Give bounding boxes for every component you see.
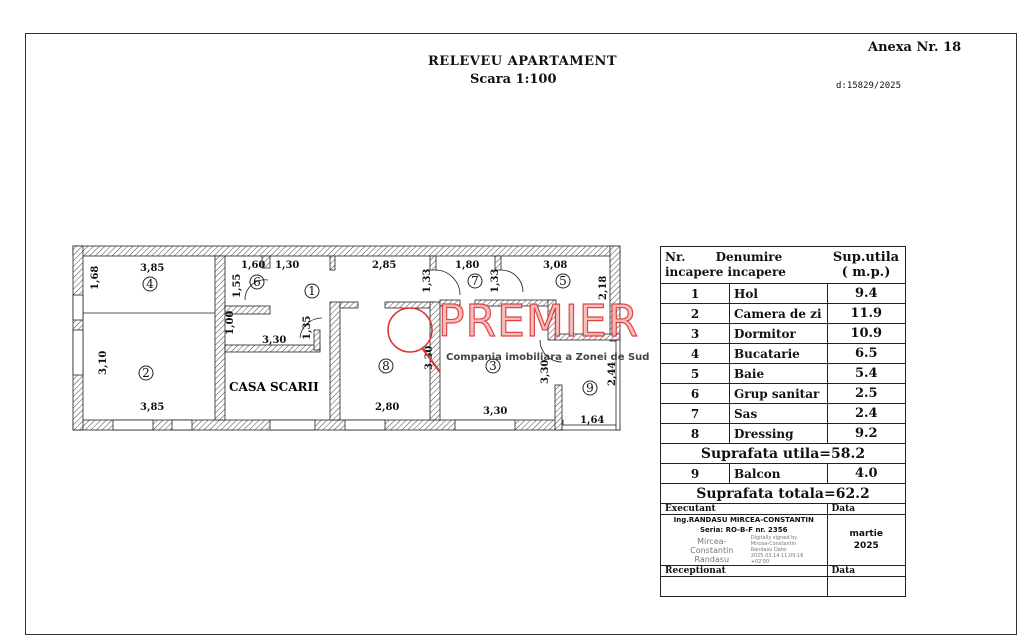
room-number: 2 bbox=[142, 366, 150, 380]
dim-label: 3,85 bbox=[140, 402, 164, 413]
dim-label: 3,08 bbox=[543, 260, 567, 271]
useful-total-row: Suprafata utila=58.2 bbox=[660, 443, 906, 464]
header-name: Denumire bbox=[715, 250, 783, 264]
grand-total-row: Suprafata totala=62.2 bbox=[660, 483, 906, 504]
signature-block: Ing.RANDASU MIRCEA-CONSTANTIN Seria: RO-… bbox=[660, 514, 906, 566]
dim-label: 2,18 bbox=[598, 276, 609, 300]
dim-label: 1,64 bbox=[580, 415, 604, 426]
dim-label: 3,30 bbox=[262, 335, 286, 346]
dim-label: 3,30 bbox=[483, 406, 507, 417]
windows bbox=[72, 294, 621, 431]
sign-year: 2025 bbox=[853, 541, 879, 551]
digital-signature-name: Mircea-Constantin Randasu bbox=[690, 536, 734, 564]
room-number: 6 bbox=[253, 275, 261, 289]
dim-label: 1,60 bbox=[241, 260, 265, 271]
document-title: RELEVEU APARTAMENT bbox=[428, 54, 618, 69]
dim-label: 1,35 bbox=[302, 316, 313, 340]
annex-label: Anexa Nr. 18 bbox=[868, 40, 962, 55]
dim-label: 1,00 bbox=[225, 311, 236, 335]
dim-label: 1,80 bbox=[455, 260, 479, 271]
dim-label: 1,68 bbox=[90, 266, 101, 290]
room-numbers: 1 2 3 4 5 6 7 8 9 bbox=[138, 273, 598, 396]
dim-label: 1,55 bbox=[232, 274, 243, 298]
dim-label: 3,30 bbox=[540, 360, 551, 384]
stairwell-label: CASA SCARII bbox=[229, 380, 319, 394]
table-header: Nr. Denumire incapere incapere Sup.utila… bbox=[660, 246, 906, 284]
header-name2: incapere bbox=[727, 265, 786, 279]
room-number: 7 bbox=[471, 274, 479, 288]
room-number: 5 bbox=[559, 274, 567, 288]
digital-signature-details: Digitally signed by Mircea-Constantin Ra… bbox=[750, 535, 804, 565]
header-nr2: incapere bbox=[665, 265, 724, 279]
floor-plan: 3,85 1,68 3,10 3,85 1,60 1,55 1,30 2,85 … bbox=[72, 245, 621, 431]
dim-label: 2,44 bbox=[607, 362, 618, 386]
header-area: Sup.utila bbox=[832, 250, 900, 265]
room-number: 9 bbox=[586, 381, 594, 395]
door-swings bbox=[244, 269, 563, 363]
room-number: 4 bbox=[146, 277, 154, 291]
dim-label: 3,10 bbox=[98, 351, 109, 375]
rooms-table: Nr. Denumire incapere incapere Sup.utila… bbox=[660, 246, 906, 597]
dim-label: 1,33 bbox=[422, 269, 433, 293]
header-area-unit: ( m.p.) bbox=[841, 265, 891, 280]
dim-label: 1,30 bbox=[275, 260, 299, 271]
watermark-tagline: Compania imobiliara a Zonei de Sud bbox=[446, 352, 650, 363]
room-number: 3 bbox=[489, 359, 497, 373]
scale-label: Scara 1:100 bbox=[470, 72, 557, 87]
dim-label: 3,85 bbox=[140, 263, 164, 274]
engineer-series: Seria: RO-B-F nr. 2356 bbox=[700, 526, 788, 534]
dim-label: 1,33 bbox=[490, 269, 501, 293]
sign-date: martie bbox=[849, 529, 883, 539]
header-nr: Nr. bbox=[665, 250, 686, 264]
dim-label: 2,80 bbox=[375, 402, 399, 413]
room-number: 1 bbox=[308, 284, 316, 298]
engineer-name: Ing.RANDASU MIRCEA-CONSTANTIN bbox=[673, 516, 814, 524]
watermark-brand: PREMIER bbox=[437, 295, 640, 347]
room-number: 8 bbox=[382, 359, 390, 373]
dim-label: 2,85 bbox=[372, 260, 396, 271]
document-number: d:15829/2025 bbox=[836, 81, 902, 91]
magnifier-icon bbox=[387, 307, 433, 353]
